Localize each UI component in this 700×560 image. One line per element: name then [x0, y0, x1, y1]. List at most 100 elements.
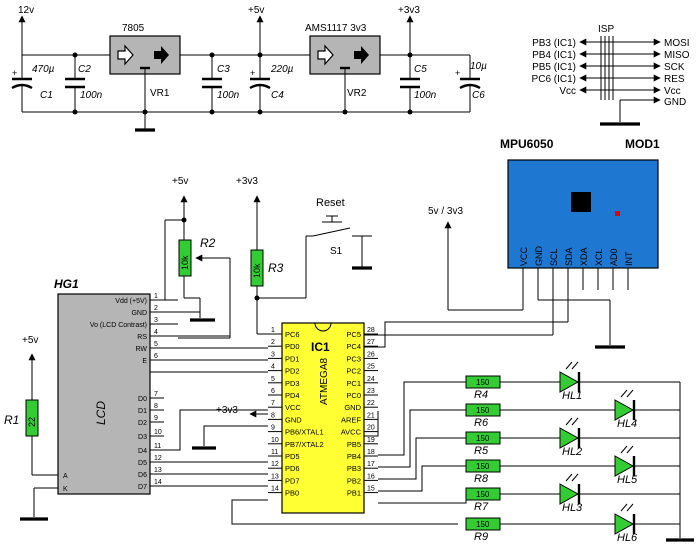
isp-right-1: MISO: [664, 50, 690, 61]
led-resistor-value: 150: [476, 434, 490, 443]
led-wire: [378, 381, 466, 456]
led-resistor-ref: R9: [474, 531, 488, 543]
led-light-icon: [620, 445, 628, 454]
led-wire: [378, 437, 466, 480]
r2-value: 10k: [180, 255, 190, 270]
power-supply: 12v + 470µ C1 C2: [11, 5, 487, 132]
mcu-pin-label: PD2: [285, 367, 300, 376]
led-icon: [614, 399, 635, 421]
isp-right-2: SCK: [664, 62, 685, 73]
mcu-pin-number: 4: [271, 364, 275, 371]
mcu-pin-number: 23: [367, 388, 375, 395]
mcu-pin-label: PD0: [285, 342, 300, 351]
lcd-pin-number: 10: [154, 429, 162, 436]
lcd-pin-label: K: [63, 486, 68, 493]
mpu-pin-label: XCL: [594, 248, 604, 266]
isp-left-rows: PB3 (IC1) PB4 (IC1) PB5 (IC1) PC6 (IC1) …: [532, 38, 613, 97]
mcu-pin-label: PC2: [346, 367, 361, 376]
led-resistor-value: 150: [476, 462, 490, 471]
lcd-pin-number: 4: [154, 329, 158, 336]
isp-right-4: Vcc: [664, 86, 681, 97]
mpu-led: [615, 211, 620, 216]
lcd-pin-label: GND: [131, 310, 147, 317]
lcd-pin-label: D3: [138, 434, 147, 441]
lcd-body-label: LCD: [94, 401, 108, 425]
led-resistor-value: 150: [476, 490, 490, 499]
mcu-pin-label: PB0: [285, 489, 299, 498]
capacitor-c6: + 10µ C6: [455, 55, 487, 112]
mcu-pin-label: PB2: [347, 476, 361, 485]
lcd-pin-number: 3: [154, 317, 158, 324]
mcu-part: ATMEGA8: [319, 358, 330, 405]
reset-switch: Reset S1: [257, 197, 372, 299]
led-ref: HL4: [617, 418, 637, 430]
mpu-pin-label: INT: [624, 251, 634, 266]
capacitor-c5: C5 100n: [400, 55, 437, 112]
mcu-pin-label: PB1: [347, 489, 361, 498]
mcu-pin-label: VCC: [285, 403, 301, 412]
mpu-supply-label: 5v / 3v3: [428, 206, 463, 217]
rail-5v-label: +5v: [248, 5, 264, 16]
led-resistor-ref: R6: [474, 417, 489, 429]
led-light-icon: [620, 389, 628, 398]
capacitor-c2: C2 100n: [65, 55, 103, 112]
led-light-icon: [626, 503, 634, 512]
isp-title: ISP: [598, 24, 614, 35]
mcu-pin-number: 8: [271, 412, 275, 419]
led-ref: HL1: [562, 390, 582, 402]
isp-right-5: GND: [664, 97, 686, 108]
led-resistor-value: 150: [476, 520, 490, 529]
r2-ref: R2: [200, 236, 216, 250]
led-light-icon: [565, 417, 573, 426]
mpu-pin-label: AD0: [609, 248, 619, 266]
led-wire: [378, 494, 467, 504]
mcu-pin-number: 1: [271, 327, 275, 334]
arrow-out-icon: [154, 46, 169, 64]
mcu-pin-number: 14: [271, 486, 279, 493]
lcd-pin-number: 2: [154, 305, 158, 312]
r3-ref: R3: [268, 261, 284, 275]
lcd-pin-label: D6: [138, 472, 147, 479]
mcu-body: [281, 322, 365, 514]
led-resistor-ref: R4: [474, 389, 488, 401]
arrow-in-icon: [117, 44, 134, 66]
mcu-pin-label: AVCC: [341, 428, 362, 437]
lcd-pin-number: 6: [154, 353, 158, 360]
led-resistor-ref: R8: [474, 473, 489, 485]
vr2-ref: VR2: [347, 88, 367, 99]
lcd-pin-label: E: [142, 358, 147, 365]
lcd-pin-number: 7: [154, 391, 158, 398]
vr2-part: AMS1117 3v3: [305, 23, 367, 34]
mcu-pin-label: PD4: [285, 391, 300, 400]
led-light-icon: [565, 361, 573, 370]
lcd-body: [57, 293, 151, 495]
mcu-pin-label: PC1: [346, 379, 361, 388]
mpu-pin-label: SCL: [549, 248, 559, 266]
mcu-pin-label: PC0: [346, 391, 361, 400]
mcu-pin-number: 7: [271, 400, 275, 407]
mcu-pin-number: 15: [367, 486, 375, 493]
led-light-icon: [571, 361, 579, 370]
lcd-pin-number: 12: [154, 455, 162, 462]
lcd-pin-number: 11: [154, 443, 161, 450]
isp-header: ISP PB3 (IC1) PB4 (IC1) PB5 (IC1) PC6 (I…: [532, 24, 690, 126]
led-resistor-ref: R5: [474, 445, 489, 457]
mpu-ref: MOD1: [625, 137, 660, 151]
led-icon: [559, 427, 580, 449]
rail-3v3-r3-label: +3v3: [236, 176, 258, 187]
arrow-out-icon: [354, 46, 369, 64]
c5-ref: C5: [414, 64, 427, 75]
mcu-pin-number: 17: [367, 461, 375, 468]
isp-left-4: Vcc: [559, 86, 576, 97]
rail-3v3-label: +3v3: [398, 5, 420, 16]
mcu-ic1: IC1 ATMEGA8 PC61PD02PD13PD24PD35PD46VCC7…: [268, 322, 378, 514]
led-resistor-value: 150: [476, 406, 490, 415]
lcd-pin-number: 9: [154, 415, 158, 422]
c4-ref: C4: [271, 90, 284, 101]
reset-label: Reset: [316, 197, 345, 209]
led-ref: HL6: [617, 532, 638, 544]
led-resistor-value: 150: [476, 378, 490, 387]
isp-left-0: PB3 (IC1): [532, 38, 576, 49]
r3-value: 10k: [252, 263, 262, 278]
lcd-pin-label: D4: [138, 448, 147, 455]
